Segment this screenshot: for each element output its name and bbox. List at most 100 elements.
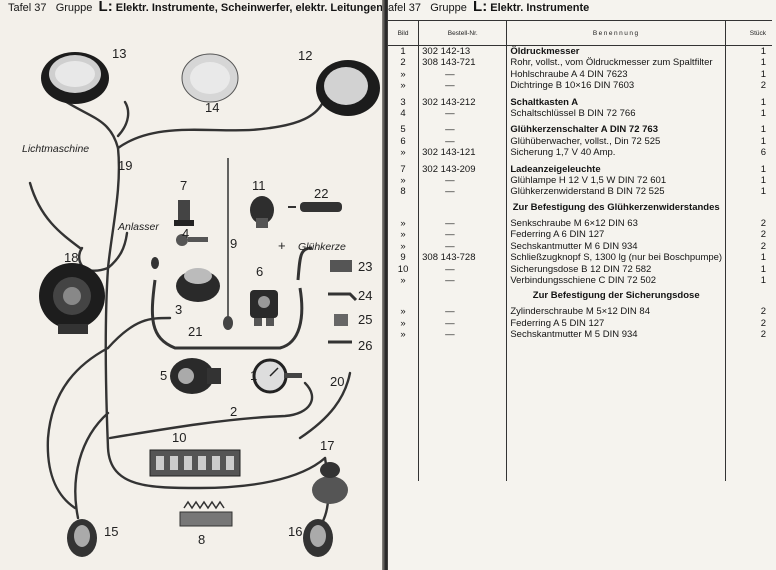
label-12: 12 [298, 48, 312, 63]
indicator-lamp-7 [174, 200, 194, 226]
label-plus: + [278, 238, 286, 253]
label-gluehkerze: Glühkerze [298, 241, 346, 253]
part-24 [328, 292, 358, 302]
cell-bestell-nr: — [418, 186, 508, 198]
gap-cell [418, 119, 508, 125]
cell-benennung: Glühüberwacher, vollst., Din 72 525 [510, 135, 661, 147]
label-3: 3 [175, 302, 182, 317]
headlight-12 [316, 60, 380, 116]
cell-bild: 10 [388, 263, 420, 275]
cell-bild: » [388, 317, 420, 330]
cell-bild: 5 [388, 124, 420, 136]
cell-bestell-nr: — [418, 124, 508, 136]
cell-bestell-nr: — [418, 135, 508, 148]
cell-benennung: Sicherung 1,7 V 40 Amp. [510, 147, 616, 159]
cell-benennung: Hohlschraube A 4 DIN 7623 [510, 68, 628, 80]
wiring-diagram: 13 14 12 Lichtmaschine 19 7 11 22 Anlass… [22, 46, 380, 557]
cell-bild: » [388, 306, 420, 318]
glow-plug-cable [296, 246, 313, 281]
cell-bestell-nr: 308 143-728 [418, 252, 508, 264]
cell-bild: » [388, 329, 420, 341]
label-22: 22 [314, 186, 328, 201]
cell-stueck: 2 [725, 217, 772, 230]
label-10: 10 [172, 430, 186, 445]
empty-cell [388, 197, 420, 218]
label-11: 11 [252, 178, 266, 193]
gap-cell [388, 119, 420, 125]
gruppe-word: Gruppe [430, 2, 467, 14]
row-gap [388, 119, 772, 125]
cell-stueck: 1 [725, 175, 772, 187]
label-14: 14 [205, 100, 219, 115]
tafel-number: afel 37 [388, 2, 422, 14]
table-filler [388, 340, 772, 481]
empty-cell [418, 197, 508, 218]
cell-bild: 1 [388, 45, 420, 58]
gruppe-word: Gruppe [55, 2, 93, 14]
cell-bild: 4 [388, 108, 420, 120]
cell-benennung: Senkschraube M 6×12 DIN 63 [510, 217, 638, 229]
cell-benennung: Öldruckmesser [510, 46, 580, 57]
cell-bild: » [388, 147, 420, 159]
label-5: 5 [160, 368, 167, 383]
right-page: afel 37 Gruppe L: Elektr. Instrumente Bi… [388, 0, 776, 570]
group-letter: L: [98, 0, 113, 15]
label-13: 13 [112, 46, 126, 61]
oil-pressure-gauge-1 [252, 358, 302, 394]
cell-stueck: 2 [725, 240, 772, 253]
gap-cell [725, 158, 772, 164]
cell-bild: » [388, 217, 420, 230]
label-lichtmaschine: Lichtmaschine [22, 143, 89, 155]
cell-bild: » [388, 68, 420, 81]
cell-stueck: 1 [725, 108, 772, 120]
horn-18 [39, 263, 105, 334]
cell-stueck: 2 [725, 306, 772, 318]
cell-benennung: Schaltkasten A [510, 96, 579, 108]
cell-benennung: Sechskantmutter M 5 DIN 934 [510, 329, 638, 341]
section-heading-row: Zur Befestigung des Glühkerzenwiderstand… [388, 197, 772, 218]
cell-benennung: Glühlampe H 12 V 1,5 W DIN 72 601 [510, 175, 667, 187]
label-26: 26 [358, 338, 372, 353]
cell-benennung: Sicherungsdose B 12 DIN 72 582 [510, 263, 652, 275]
label-8: 8 [198, 532, 205, 547]
cell-bestell-nr: 302 142-13 [418, 45, 508, 58]
label-24: 24 [358, 288, 372, 303]
cell-bestell-nr: — [418, 108, 508, 120]
cell-benennung: Sechskantmutter M 6 DIN 934 [510, 240, 638, 252]
cell-bild: 9 [388, 252, 420, 264]
cell-stueck: 1 [725, 45, 772, 58]
cell-stueck: 1 [725, 96, 772, 109]
cell-bild: » [388, 175, 420, 187]
gap-cell [418, 158, 508, 164]
table-header-row: Bild Bestell-Nr. Benennung Stück [388, 20, 772, 46]
filler-cell [507, 341, 726, 481]
section-heading-row: Zur Befestigung der Sicherungsdose [388, 286, 772, 307]
label-16: 16 [288, 524, 302, 539]
cell-stueck: 1 [725, 135, 772, 148]
label-18: 18 [64, 250, 78, 265]
right-page-title: Elektr. Instrumente [490, 2, 590, 14]
filler-cell [418, 340, 508, 481]
label-2: 2 [230, 404, 237, 419]
headlight-glass-14 [181, 53, 239, 103]
cell-bild: 2 [388, 57, 420, 69]
cell-stueck: 2 [725, 229, 772, 241]
label-9: 9 [230, 236, 237, 251]
cell-bild: » [388, 229, 420, 241]
cell-bild: 3 [388, 96, 420, 109]
empty-cell [725, 197, 772, 218]
gap-cell [418, 91, 508, 97]
cell-stueck: 1 [725, 163, 772, 176]
label-15: 15 [104, 524, 118, 539]
